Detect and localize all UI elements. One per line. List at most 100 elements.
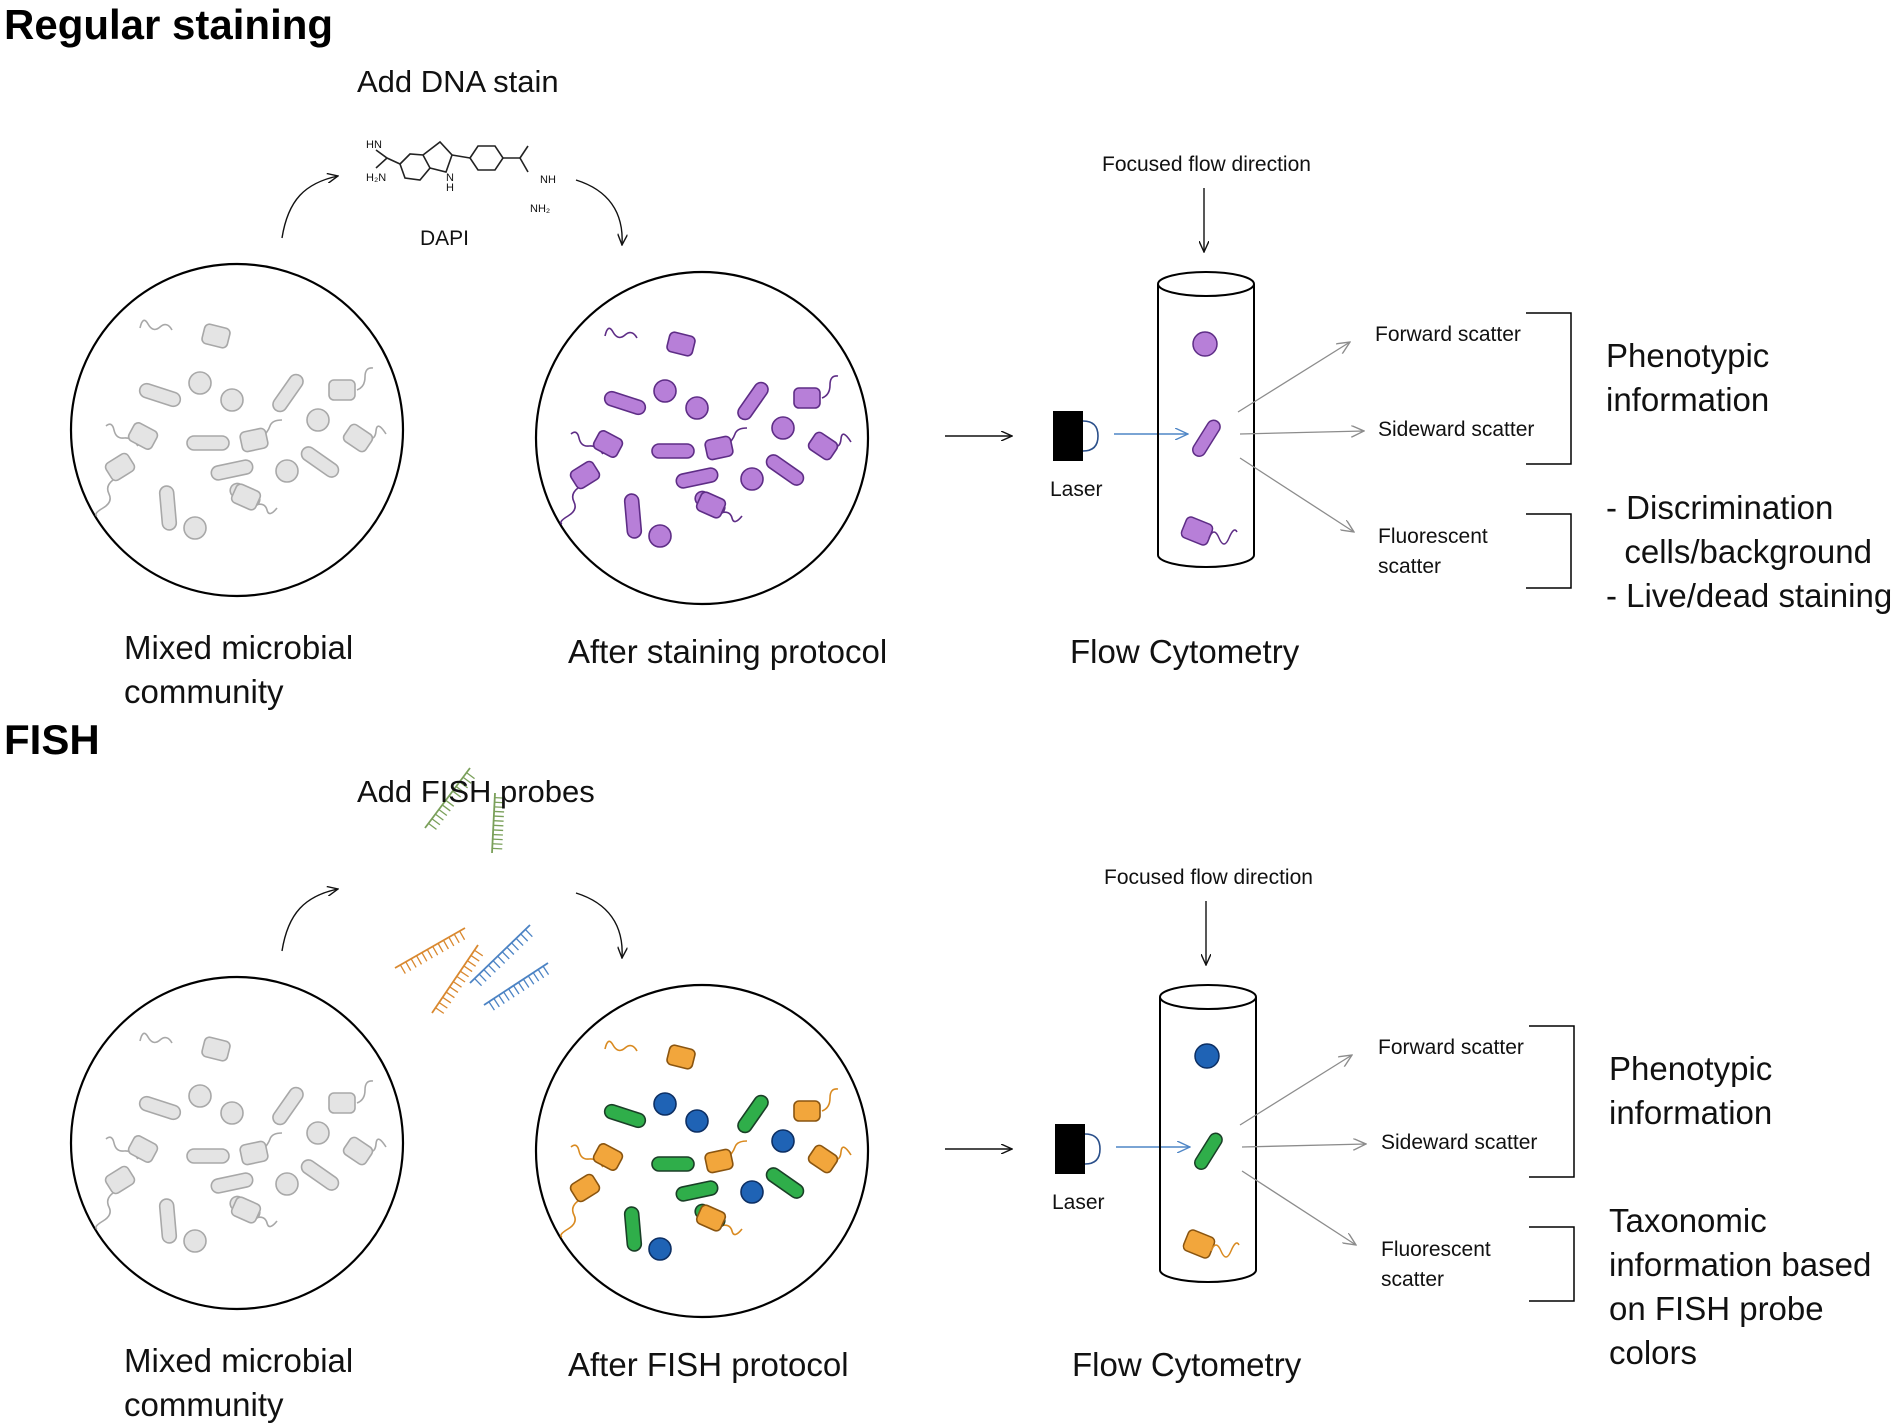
probe-tooth — [442, 996, 452, 1004]
forward-arrow — [1239, 1055, 1352, 1126]
staining-info: - Discrimination cells/background - Live… — [1606, 486, 1892, 618]
rod-cell — [272, 373, 304, 413]
coccus-cell — [740, 1180, 764, 1204]
sideward-scatter-label: Sideward scatter — [1378, 418, 1535, 441]
tailed-cell — [104, 1165, 136, 1195]
probe-tooth — [453, 933, 460, 944]
fluorescence-brace — [1526, 513, 1572, 589]
coccus-cell — [653, 379, 677, 403]
tube-tailed-cell — [1180, 516, 1238, 546]
probe-tooth — [532, 972, 540, 982]
probe-tooth — [428, 822, 437, 830]
info-line: Phenotypic — [1606, 337, 1770, 374]
probe-tooth — [470, 954, 480, 962]
probe-tooth — [478, 973, 487, 982]
tailed-cell — [239, 427, 269, 453]
fish-probe — [491, 792, 505, 854]
atom-h: H — [446, 182, 454, 194]
probe-tooth — [506, 946, 515, 955]
rod-cell — [603, 390, 647, 416]
forward-arrow — [1237, 342, 1350, 413]
probe-tooth — [492, 960, 501, 969]
info-line: information — [1609, 1094, 1773, 1131]
rod-cell — [651, 1156, 695, 1172]
add-arrow — [281, 889, 338, 952]
fluorescent-scatter-label: Fluorescent scatter — [1378, 522, 1488, 582]
sideward-arrow — [1239, 431, 1364, 434]
probe-tooth — [511, 942, 519, 951]
probe-tooth — [503, 991, 510, 1001]
laser-label: Laser — [1050, 478, 1103, 501]
coccus-cell — [771, 1129, 795, 1153]
dapi-molecule — [375, 140, 529, 181]
tube-rod — [1194, 1132, 1223, 1170]
coccus-cell — [220, 388, 244, 412]
rod-cell — [675, 467, 719, 489]
tailed-cell — [807, 1144, 839, 1174]
atom-n: N — [446, 172, 454, 184]
fluorescent-scatter-label: Fluorescent scatter — [1381, 1235, 1491, 1295]
probe-tooth — [487, 964, 496, 973]
probe-tooth — [515, 937, 524, 947]
fish-probe — [483, 962, 550, 1011]
probe-tooth — [456, 975, 466, 983]
rod-cell — [272, 1086, 304, 1126]
info-line: - Discrimination — [1606, 489, 1834, 526]
panel-fish: FISH Add FISH probes Mixed microbial com… — [0, 713, 1902, 1426]
taxonomic-brace — [1529, 1226, 1575, 1302]
after-label: After FISH protocol — [568, 1346, 849, 1383]
fish-probe — [394, 927, 466, 974]
probe-tooth — [512, 985, 520, 995]
probe-tooth — [415, 955, 423, 965]
tailed-cell — [342, 1136, 374, 1166]
coccus-cell — [685, 1109, 709, 1133]
probe-tooth — [448, 795, 458, 803]
probe-tooth — [463, 965, 473, 973]
before-label: Mixed microbial community — [124, 1339, 353, 1427]
laser-label: Laser — [1052, 1191, 1105, 1214]
fluorescent-label-line: scatter — [1378, 555, 1442, 578]
info-line: colors — [1609, 1334, 1698, 1371]
tube-rod — [1192, 419, 1221, 457]
coccus-cell — [653, 1092, 677, 1116]
tailed-cell — [592, 1143, 624, 1171]
incubate-arrow — [575, 892, 622, 958]
rod-cell — [186, 435, 230, 451]
coccus-cell — [306, 408, 330, 432]
flagellum — [356, 367, 374, 391]
flagellum — [719, 1224, 743, 1236]
panel-fish-graphics — [69, 767, 1575, 1319]
before-label-line: Mixed microbial — [124, 629, 354, 666]
probe-tooth — [524, 929, 533, 938]
fluorescent-arrow — [1241, 1170, 1356, 1245]
probe-tooth — [441, 804, 451, 812]
probe-tooth — [467, 960, 477, 967]
probe-tooth — [438, 1002, 448, 1009]
probe-tooth — [445, 991, 455, 999]
add-arrow — [281, 176, 338, 239]
rod-cell — [651, 443, 695, 459]
probe-tooth — [508, 988, 515, 998]
probe-tooth — [459, 781, 469, 789]
panel-regular-staining: Regular staining Add DNA stain HN H₂N N … — [0, 0, 1902, 713]
probe-tooth — [449, 986, 459, 993]
probe-tooth — [399, 964, 406, 974]
before-label-line: Mixed microbial — [124, 1342, 354, 1379]
tailed-cell — [239, 1140, 269, 1166]
tailed-cell — [230, 1196, 262, 1224]
probe-tooth — [501, 951, 510, 960]
phenotypic-info: Phenotypic information — [1609, 1047, 1772, 1135]
probe-tooth — [462, 776, 472, 784]
flagellum — [139, 319, 173, 331]
fish-probe — [424, 767, 475, 830]
info-line: Phenotypic — [1609, 1050, 1773, 1087]
fluorescent-arrow — [1239, 457, 1354, 532]
probe-tooth — [435, 1007, 445, 1014]
coccus-cell — [685, 396, 709, 420]
flagellum — [821, 1088, 839, 1112]
probe-tooth — [522, 978, 530, 988]
tailed-cell — [328, 379, 356, 401]
probe-backbone — [483, 962, 549, 1006]
rod-cell — [300, 446, 340, 478]
atom-nh: NH — [540, 174, 556, 186]
